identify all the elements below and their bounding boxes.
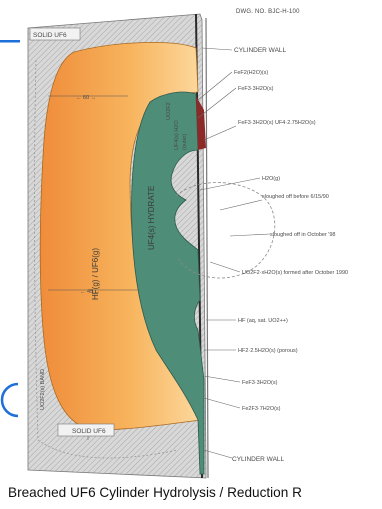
sloughed-2-label: sloughed off in October '98 xyxy=(270,232,335,238)
sloughed-1-label: sloughed off before 6/15/90 xyxy=(262,194,329,200)
solid-uf6-bottom-label: SOLID UF6 xyxy=(72,428,106,435)
inner-label-2: (outer) xyxy=(182,134,188,150)
h2o-label: H2O(g) xyxy=(262,176,280,182)
uo2f2-band-label: UO2F2(s) BAND xyxy=(40,369,46,410)
cylinder-wall-outer xyxy=(206,18,208,478)
uo2f2-formed-label: UO2F2·xH2O(s) formed after October 1990 xyxy=(242,270,348,276)
fef3-3h2o-label: FeF3·3H2O(s) xyxy=(242,380,278,386)
hf-2h2o-label: HF2·2.5H2O(s) (porous) xyxy=(238,348,298,354)
fef3-xh2o-label: FeF3·3H2O(s) UF4·2.75H2O(s) xyxy=(238,120,316,126)
cylinder-wall-top-label: CYLINDER WALL xyxy=(234,47,287,54)
hf-uf6-label: HF(g) / UF6(g) xyxy=(91,248,100,300)
fef2-label-2: FeF3·3H2O(s) xyxy=(238,86,274,92)
figure-caption: Breached UF6 Cylinder Hydrolysis / Reduc… xyxy=(8,485,382,500)
fe2f3-label: Fe2F3·7H2O(s) xyxy=(242,406,281,412)
inner-label-3: UO2F2 xyxy=(166,102,172,120)
uf4-band-label: UF4(s) HYDRATE xyxy=(147,186,156,250)
fef2-label-1: FeF2(H2O)(s) xyxy=(234,70,268,76)
arrow-top-label: ← 60 → xyxy=(76,95,96,101)
accent-bar-top xyxy=(0,40,20,43)
solid-uf6-top-label: SOLID UF6 xyxy=(33,32,67,39)
cylinder-wall-bottom-label: CYLINDER WALL xyxy=(232,456,285,463)
inner-label-1: UF4(s) H2O xyxy=(174,120,180,150)
accent-arc xyxy=(2,384,18,416)
hf-aq-label: HF (aq, sat. UO2++) xyxy=(238,318,288,324)
